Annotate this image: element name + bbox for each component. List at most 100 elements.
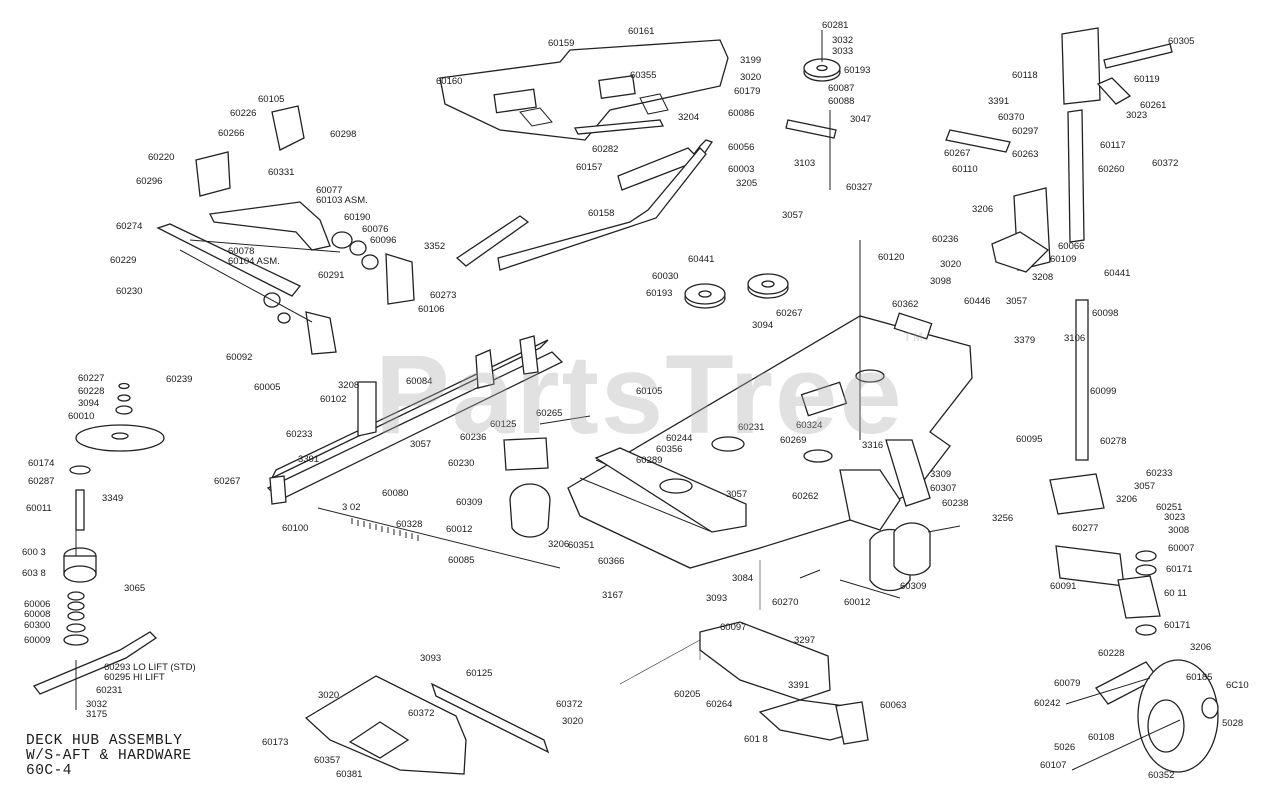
label-60125: 60125 <box>490 419 516 430</box>
label-3057: 3057 <box>782 210 803 221</box>
label-60107: 60107 <box>1040 760 1066 771</box>
label-60012-b: 60012 <box>844 597 870 608</box>
label-60098: 60098 <box>1092 308 1118 319</box>
label-60244: 60244 <box>666 433 692 444</box>
label-60362: 60362 <box>892 299 918 310</box>
label-60266: 60266 <box>218 128 244 139</box>
label-60238: 60238 <box>942 498 968 509</box>
label-3208: 3208 <box>338 380 359 391</box>
caption-line-2: W/S-AFT & HARDWARE <box>26 748 192 764</box>
label-60125-b: 60125 <box>466 668 492 679</box>
label-60289: 60289 <box>636 455 662 466</box>
label-60174: 60174 <box>28 458 54 469</box>
label-60227: 60227 <box>78 373 104 384</box>
label-3020-c: 3020 <box>562 716 583 727</box>
label-60251: 60251 <box>1156 502 1182 513</box>
label-60366: 60366 <box>598 556 624 567</box>
label-60011: 60011 <box>26 503 52 514</box>
label-600-3: 600 3 <box>22 547 46 558</box>
label-60309-b: 60309 <box>900 581 926 592</box>
top-cover-plate <box>439 39 729 141</box>
label-3391-b: 3391 <box>788 680 809 691</box>
label-60297: 60297 <box>1012 126 1038 137</box>
label-60080: 60080 <box>382 488 408 499</box>
label-60298: 60298 <box>330 129 356 140</box>
label-60102: 60102 <box>320 394 346 405</box>
label-60267-mid: 60267 <box>776 308 802 319</box>
label-6c10: 6C10 <box>1226 680 1249 691</box>
label-60274: 60274 <box>116 221 142 232</box>
label-60077: 60077 <box>316 185 342 196</box>
label-50193: 60193 <box>646 288 672 299</box>
label-60267-rail: 60267 <box>214 476 240 487</box>
bottom-skid-plate <box>304 675 550 775</box>
label-5026: 5026 <box>1054 742 1075 753</box>
label-60236: 60236 <box>460 432 486 443</box>
label-60233-r: 60233 <box>1146 468 1172 479</box>
label-3379: 3379 <box>1014 335 1035 346</box>
label-3208-r: 3208 <box>1032 272 1053 283</box>
label-60372: 60372 <box>1152 158 1178 169</box>
label-60263: 60263 <box>1012 149 1038 160</box>
label-60307: 60307 <box>930 483 956 494</box>
label-3057-r: 3057 <box>1006 296 1027 307</box>
label-60233: 60233 <box>286 429 312 440</box>
label-3098: 3098 <box>930 276 951 287</box>
label-3175: 3175 <box>86 709 107 720</box>
caption-line-1: DECK HUB ASSEMBLY <box>26 733 183 749</box>
label-60076: 60076 <box>362 224 388 235</box>
label-60282: 60282 <box>592 144 618 155</box>
label-60220: 60220 <box>148 152 174 163</box>
label-60295: 60295 HI LIFT <box>104 672 165 683</box>
label-60228-r: 60228 <box>1098 648 1124 659</box>
label-60269: 60269 <box>780 435 806 446</box>
label-60446: 60446 <box>964 296 990 307</box>
label-3316: 3316 <box>862 440 883 451</box>
label-3008: 3008 <box>1168 525 1189 536</box>
label-60372-c: 60372 <box>556 699 582 710</box>
label-60003: 60003 <box>728 164 754 175</box>
label-60309: 60309 <box>456 497 482 508</box>
label-60108: 60108 <box>1088 732 1114 743</box>
label-3106: 3106 <box>1064 333 1085 344</box>
mower-deck-body <box>567 312 973 569</box>
caption-line-3: 60C-4 <box>26 763 73 779</box>
label-3204: 3204 <box>678 112 699 123</box>
label-60370: 60370 <box>998 112 1024 123</box>
label-60293: 60293 LO LIFT (STD) <box>104 662 196 673</box>
label-60105: 60105 <box>258 94 284 105</box>
label-3199: 3199 <box>740 55 761 66</box>
diagram-caption: DECK HUB ASSEMBLY W/S-AFT & HARDWARE 60C… <box>26 734 256 779</box>
baffle-bars <box>455 139 714 271</box>
label-3206-r: 3206 <box>972 204 993 215</box>
label-60009: 60009 <box>24 635 50 646</box>
label-60118: 60118 <box>1012 70 1038 81</box>
label-3023: 3023 <box>1126 110 1147 121</box>
lift-bracket <box>699 621 869 745</box>
label-60006: 60006 <box>24 599 50 610</box>
label-3309: 3309 <box>930 469 951 480</box>
label-60157: 60157 <box>576 162 602 173</box>
label-60291: 60291 <box>318 270 344 281</box>
label-60-11: 60 11 <box>1164 588 1187 599</box>
label-3256: 3256 <box>992 513 1013 524</box>
label-60229: 60229 <box>110 255 136 266</box>
label-60005: 60005 <box>254 382 280 393</box>
label-3065: 3065 <box>124 583 145 594</box>
label-3032-hub: 3032 <box>86 699 107 710</box>
deck-hub-assembly <box>32 382 165 710</box>
label-60441-r: 60441 <box>1104 268 1130 279</box>
label-60231-hub: 60231 <box>96 685 122 696</box>
label-3349: 3349 <box>102 493 123 504</box>
label-60158: 60158 <box>588 208 614 219</box>
label-3206: 3206 <box>548 539 569 550</box>
label-60226: 60226 <box>230 108 256 119</box>
label-60099: 60099 <box>1090 386 1116 397</box>
label-60190: 60190 <box>344 212 370 223</box>
label-60095: 60095 <box>1016 434 1042 445</box>
label-3057-r2: 3057 <box>1134 481 1155 492</box>
label-3033: 3033 <box>832 46 853 57</box>
misc-deck-parts <box>503 415 961 599</box>
part-labels: 60161 60159 60160 60355 60282 60157 6015… <box>22 20 1249 781</box>
label-3391-rail: 3391 <box>298 454 319 465</box>
